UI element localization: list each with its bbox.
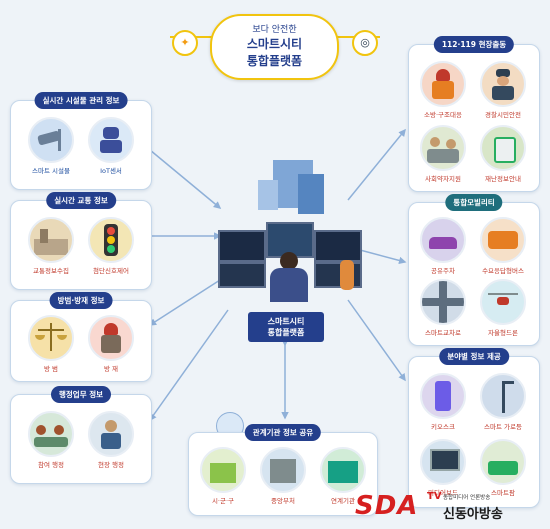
item-signal-control: 첨단신호제어: [83, 217, 139, 275]
item-media-board: 미디어보드: [415, 439, 471, 497]
monitor-screen-lower: [218, 262, 266, 288]
bus-icon: [480, 217, 526, 263]
item-traffic-collection: 교통정보수집: [23, 217, 79, 275]
panel-traffic-info: 실시간 교통 정보 교통정보수집 첨단신호제어: [10, 192, 152, 290]
city-traffic-icon: [28, 217, 74, 263]
ministry-building-icon: [260, 447, 306, 493]
broadcaster-subtitle: 종합미디어 언론방송: [443, 495, 491, 501]
panel-title: 실시간 교통 정보: [46, 192, 116, 209]
monitor-screen: [218, 230, 266, 262]
elderly-care-icon: [420, 125, 466, 171]
people-meeting-icon: [28, 411, 74, 457]
panel-title: 112·119 현장출동: [433, 36, 515, 53]
panel-admin-info: 행정업무 정보 참여 행정 현장 행정: [10, 386, 152, 484]
robot-icon: [88, 117, 134, 163]
item-central-ministry: 중앙부처: [255, 447, 311, 505]
monitor-screen-chart: [314, 230, 362, 262]
item-iot-sensor: IoT센서: [83, 117, 139, 175]
broadcaster-name: 신동아방송: [443, 507, 503, 522]
item-autonomous-drone: 자율형드론: [475, 279, 531, 337]
panel-facility-info: 실시간 시설물 관리 정보 스마트 시설물 IoT센서: [10, 92, 152, 190]
broadcaster-logo: SDA: [355, 491, 419, 521]
panel-sector-info: 분야별 정보 제공 키오스크 스마트 가로등 미디어보드 스마트팜: [408, 348, 540, 508]
firefighter-icon: [88, 315, 134, 361]
parking-car-icon: [420, 217, 466, 263]
cctv-icon: [28, 117, 74, 163]
building-icon-3: [258, 180, 278, 210]
center-label: 스마트시티 통합플랫폼: [248, 312, 324, 342]
platform-title: 보다 안전한 스마트시티 통합플랫폼: [210, 14, 339, 80]
item-vulnerable-support: 사회약자지원: [415, 125, 471, 183]
panel-title: 통합모빌리티: [445, 194, 503, 211]
panel-title: 실시간 시설물 관리 정보: [34, 92, 128, 109]
item-participatory-admin: 참여 행정: [23, 411, 79, 469]
item-linked-agency: 연계기관: [315, 447, 371, 505]
scales-icon: [28, 315, 74, 361]
broadcaster-watermark: SDA TV 종합미디어 언론방송 신동아방송: [355, 491, 545, 525]
item-shared-parking: 공유주차: [415, 217, 471, 275]
disaster-alert-icon: [480, 125, 526, 171]
item-kiosk: 키오스크: [415, 373, 471, 431]
panel-safety-info: 방범·방재 정보 방 범 방 재: [10, 292, 152, 382]
operator-head: [280, 252, 298, 270]
item-fire-rescue: 소방·구조대응: [415, 61, 471, 119]
item-local-government: 시·군·구: [195, 447, 251, 505]
firefighter-icon: [420, 61, 466, 107]
title-line2: 스마트시티: [246, 37, 303, 51]
panel-title: 방범·방재 정보: [49, 292, 113, 309]
title-line1: 보다 안전한: [252, 25, 297, 35]
item-disaster-prevention: 방 재: [83, 315, 139, 373]
item-crime-prevention: 방 범: [23, 315, 79, 373]
title-line3: 통합플랫폼: [246, 54, 303, 68]
item-smart-streetlight: 스마트 가로등: [475, 373, 531, 431]
streetlight-icon: [480, 373, 526, 419]
traffic-light-icon: [88, 217, 134, 263]
building-icon-2: [298, 174, 324, 214]
city-hall-icon: [200, 447, 246, 493]
panel-emergency-dispatch: 112·119 현장출동 소방·구조대응 경찰시민안전 사회약자지원 재난정보안…: [408, 36, 540, 192]
item-smart-farm: 스마트팜: [475, 439, 531, 497]
drone-icon: [480, 279, 526, 325]
item-smart-facility: 스마트 시설물: [23, 117, 79, 175]
operator-body: [270, 268, 308, 302]
robot-figure: [340, 260, 354, 290]
panel-title: 관계기관 정보 공유: [244, 424, 322, 441]
panel-title: 행정업무 정보: [50, 386, 112, 403]
panel-agency-sharing: 관계기관 정보 공유 시·군·구 중앙부처 연계기관: [188, 424, 378, 516]
lightbulb-icon: ✦: [172, 30, 198, 56]
panel-title: 분야별 정보 제공: [439, 348, 509, 365]
panel-integrated-mobility: 통합모빌리티 공유주차 수요응답형버스 스마트교차로 자율형드론: [408, 194, 540, 346]
item-demand-bus: 수요응답형버스: [475, 217, 531, 275]
agency-building-icon: [320, 447, 366, 493]
item-police-safety: 경찰시민안전: [475, 61, 531, 119]
intersection-icon: [420, 279, 466, 325]
broadcaster-tv: TV: [427, 491, 442, 502]
item-disaster-info: 재난정보안내: [475, 125, 531, 183]
media-board-icon: [420, 439, 466, 485]
smart-farm-icon: [480, 439, 526, 485]
target-icon: ◎: [352, 30, 378, 56]
monitor-screen-lower-2: [314, 262, 362, 288]
kiosk-icon: [420, 373, 466, 419]
central-control-room: [218, 160, 362, 310]
item-field-admin: 현장 행정: [83, 411, 139, 469]
police-icon: [480, 61, 526, 107]
item-smart-intersection: 스마트교차로: [415, 279, 471, 337]
field-worker-icon: [88, 411, 134, 457]
